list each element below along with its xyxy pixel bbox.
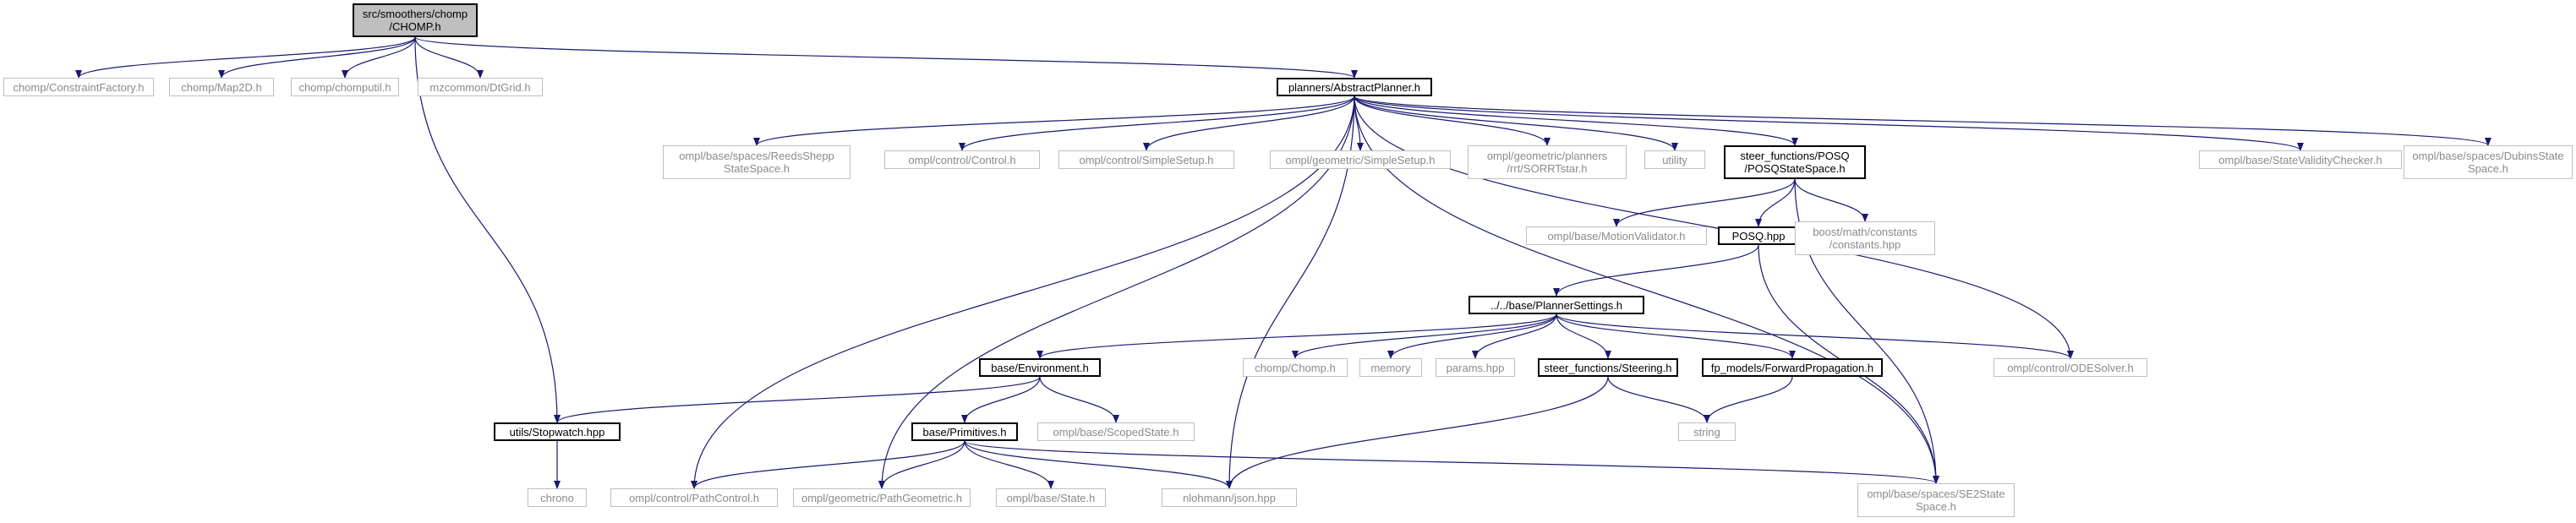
node-path-geometric: ompl/geometric/PathGeometric.h <box>793 488 971 507</box>
node-chomp-h[interactable]: src/smoothers/chomp /CHOMP.h <box>353 3 478 37</box>
node-chrono: chrono <box>528 488 587 507</box>
node-planner-settings[interactable]: ../../base/PlannerSettings.h <box>1468 296 1644 314</box>
node-constraint-factory: chomp/ConstraintFactory.h <box>3 78 154 96</box>
edge-chomp-h-to-map2d <box>218 36 416 79</box>
edge-steering-to-json <box>1226 376 1609 489</box>
edge-posq-hpp-to-planner-settings <box>1553 244 1759 297</box>
edge-environment-to-stopwatch <box>554 376 1041 423</box>
node-control-control: ompl/control/Control.h <box>884 150 1040 169</box>
edge-primitives-to-json <box>964 440 1233 489</box>
node-state-validity-checker: ompl/base/StateValidityChecker.h <box>2199 150 2402 169</box>
edge-chomp-h-to-constraint-factory <box>75 36 416 79</box>
edge-abstract-planner-to-path-control <box>691 95 1355 489</box>
node-steering[interactable]: steer_functions/Steering.h <box>1538 358 1678 377</box>
edge-abstract-planner-to-control-control <box>959 95 1355 151</box>
node-se2-state-space: ompl/base/spaces/SE2State Space.h <box>1857 483 2015 517</box>
edge-abstract-planner-to-dubins <box>1354 95 2491 146</box>
edge-abstract-planner-to-utility <box>1354 95 1678 151</box>
node-path-control: ompl/control/PathControl.h <box>610 488 778 507</box>
node-string: string <box>1678 422 1736 441</box>
edge-abstract-planner-to-state-validity-checker <box>1354 95 2304 151</box>
edge-abstract-planner-to-reeds-shepp <box>753 95 1355 146</box>
edge-environment-to-scoped-state <box>1039 376 1119 423</box>
node-forward-propagation[interactable]: fp_models/ForwardPropagation.h <box>1702 358 1883 377</box>
node-scoped-state: ompl/base/ScopedState.h <box>1037 422 1195 441</box>
node-motion-validator: ompl/base/MotionValidator.h <box>1526 226 1707 245</box>
edge-abstract-planner-to-se2-state-space <box>1354 95 1939 484</box>
edge-abstract-planner-to-ode-solver <box>1354 95 2074 359</box>
edge-abstract-planner-to-control-simple-setup <box>1143 95 1355 151</box>
node-stopwatch[interactable]: utils/Stopwatch.hpp <box>494 422 621 441</box>
edge-chomp-h-to-dtgrid <box>414 36 484 79</box>
node-params: params.hpp <box>1436 358 1515 377</box>
node-primitives[interactable]: base/Primitives.h <box>911 422 1018 441</box>
node-ode-solver: ompl/control/ODESolver.h <box>1994 358 2147 377</box>
edge-primitives-to-path-control <box>691 440 965 489</box>
edge-environment-to-primitives <box>961 376 1041 423</box>
node-control-simple-setup: ompl/control/SimpleSetup.h <box>1058 150 1234 169</box>
node-environment[interactable]: base/Environment.h <box>979 358 1101 377</box>
edge-chomp-h-to-abstract-planner <box>414 36 1358 79</box>
edge-planner-settings-to-forward-propagation <box>1556 313 1796 359</box>
edge-abstract-planner-to-path-geometric <box>878 95 1355 489</box>
node-map2d: chomp/Map2D.h <box>169 78 274 96</box>
edge-planner-settings-to-steering <box>1556 313 1611 359</box>
edge-posq-state-space-to-boost-constants <box>1794 178 1868 222</box>
edge-primitives-to-path-geometric <box>878 440 965 489</box>
edge-chomp-h-to-chomputil <box>342 36 416 79</box>
edge-primitives-to-se2-state-space <box>964 440 1939 484</box>
node-geometric-simple-setup: ompl/geometric/SimpleSetup.h <box>1270 150 1451 169</box>
edge-planner-settings-to-ode-solver <box>1556 313 2074 359</box>
node-sorrtstar: ompl/geometric/planners /rrt/SORRTstar.h <box>1468 145 1627 179</box>
node-memory: memory <box>1359 358 1422 377</box>
edge-abstract-planner-to-sorrtstar <box>1354 95 1551 146</box>
node-base-state: ompl/base/State.h <box>996 488 1106 507</box>
edge-chomp-h-to-stopwatch <box>414 36 561 423</box>
node-boost-constants: boost/math/constants /constants.hpp <box>1795 221 1935 255</box>
edge-planner-settings-to-params <box>1472 313 1557 359</box>
node-dtgrid: mzcommon/DtGrid.h <box>418 78 543 96</box>
node-chomputil: chomp/chomputil.h <box>291 78 399 96</box>
edge-planner-settings-to-chomp-chomp <box>1292 313 1557 359</box>
edge-planner-settings-to-memory <box>1387 313 1557 359</box>
node-json: nlohmann/json.hpp <box>1162 488 1297 507</box>
node-utility: utility <box>1644 150 1705 169</box>
edge-forward-propagation-to-string <box>1704 376 1793 423</box>
node-reeds-shepp: ompl/base/spaces/ReedsShepp StateSpace.h <box>663 145 850 179</box>
node-chomp-chomp: chomp/Chomp.h <box>1243 358 1348 377</box>
edge-posq-state-space-to-motion-validator <box>1613 178 1796 227</box>
edge-steering-to-string <box>1607 376 1710 423</box>
edge-abstract-planner-to-posq-state-space <box>1354 95 1798 146</box>
edge-primitives-to-base-state <box>964 440 1054 489</box>
node-abstract-planner[interactable]: planners/AbstractPlanner.h <box>1277 78 1432 96</box>
node-posq-hpp[interactable]: POSQ.hpp <box>1718 226 1799 245</box>
node-dubins: ompl/base/spaces/DubinsState Space.h <box>2404 145 2573 179</box>
edge-planner-settings-to-environment <box>1036 313 1557 359</box>
node-posq-state-space[interactable]: steer_functions/POSQ /POSQStateSpace.h <box>1724 145 1866 179</box>
edge-posq-state-space-to-posq-hpp <box>1755 178 1796 227</box>
edge-layer <box>75 36 2491 489</box>
